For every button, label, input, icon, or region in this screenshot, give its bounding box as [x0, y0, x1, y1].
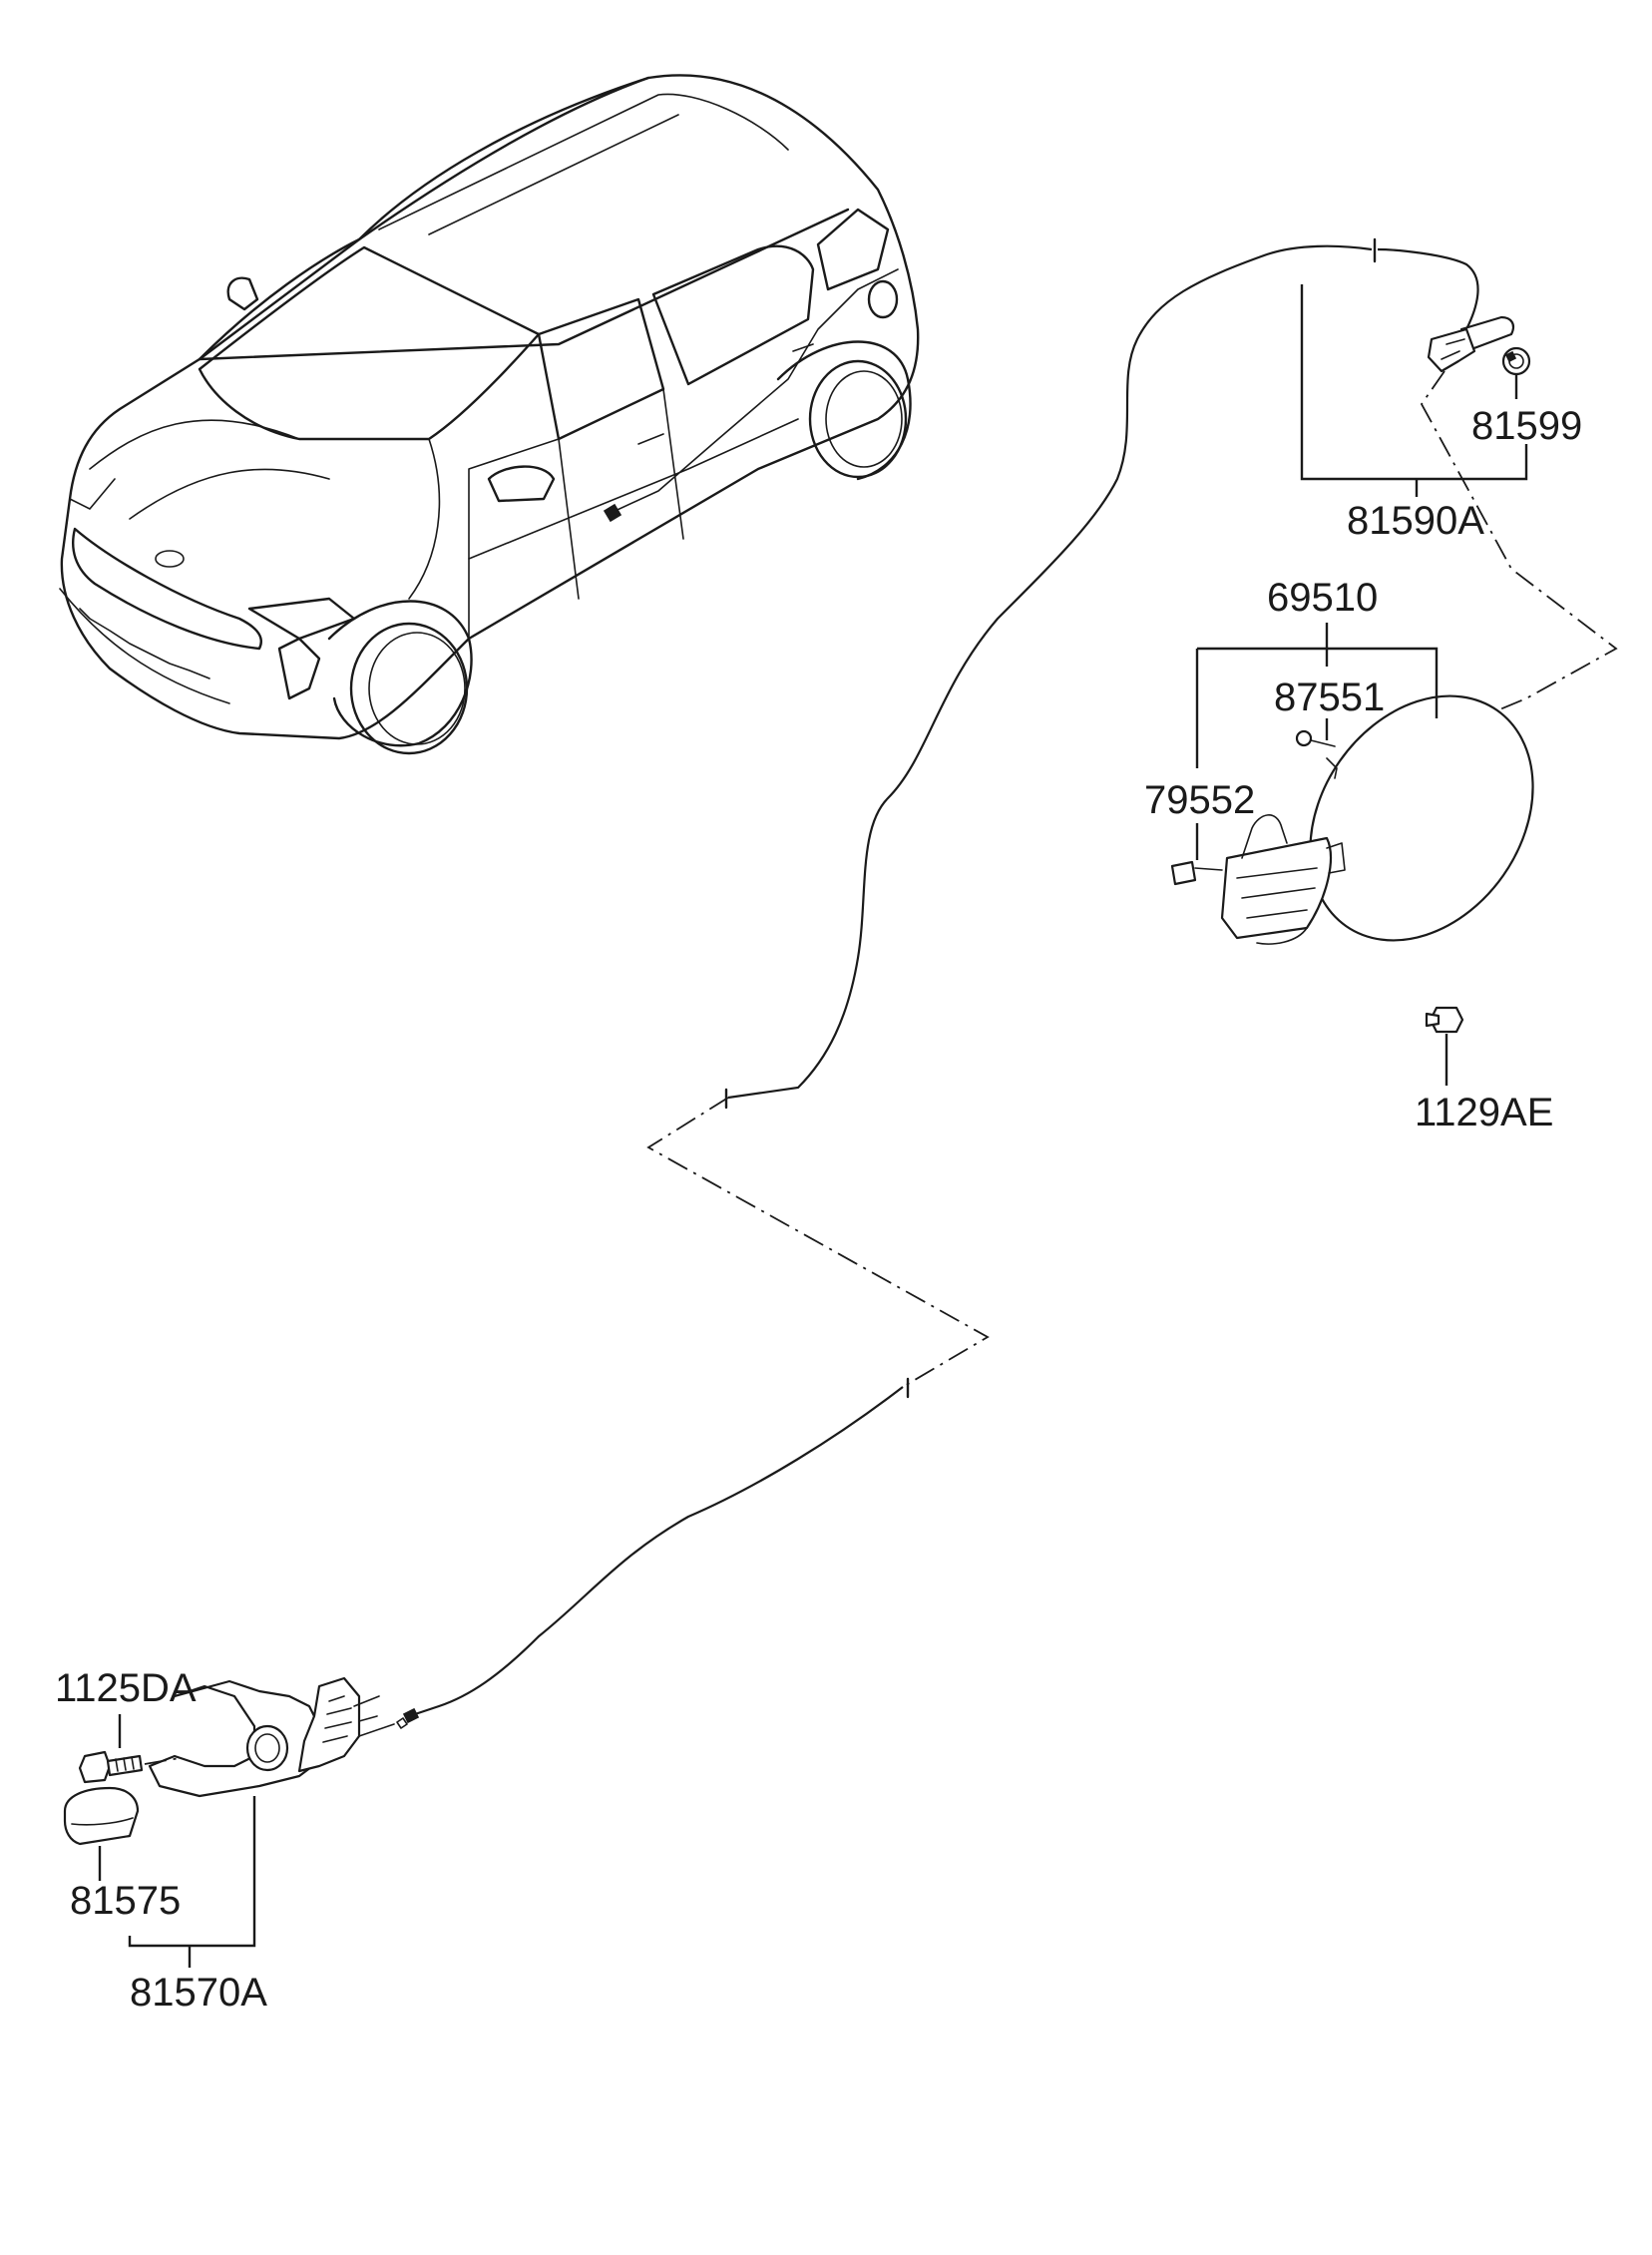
actuator-81590a: [1420, 315, 1618, 724]
leader-lines: [98, 284, 1528, 1968]
label-81575: 81575: [70, 1879, 181, 1923]
fuel-filler-door-69510: [1170, 694, 1534, 1034]
label-81590a: 81590A: [1347, 499, 1484, 543]
vehicle-illustration: [59, 74, 920, 755]
part-labels: 81599 81590A 69510 87551 79552 1129AE 11…: [55, 404, 1582, 2015]
label-1129ae: 1129AE: [1415, 1091, 1553, 1134]
label-79552: 79552: [1144, 778, 1255, 822]
release-cable: [408, 237, 1479, 1718]
label-1125da: 1125DA: [55, 1666, 197, 1710]
label-69510: 69510: [1267, 576, 1378, 620]
label-81599: 81599: [1471, 404, 1582, 448]
label-81570a: 81570A: [130, 1971, 267, 2015]
label-87551: 87551: [1274, 676, 1385, 719]
latch-assembly-81570a: [63, 1676, 420, 1846]
